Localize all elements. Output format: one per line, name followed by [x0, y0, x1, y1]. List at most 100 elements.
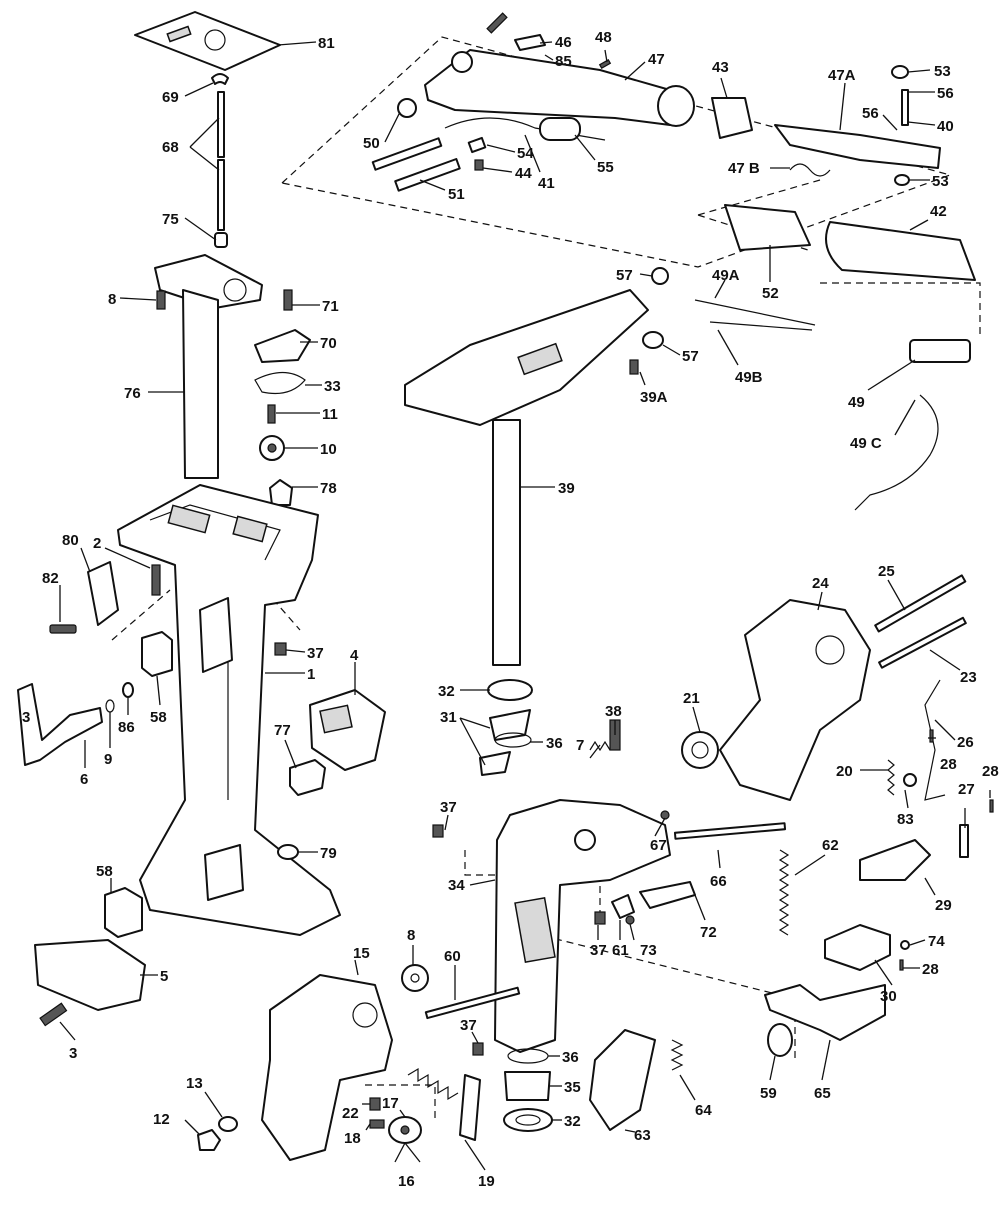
callout-49C: 49 C: [850, 435, 882, 452]
washer-57-top: [651, 267, 669, 285]
callout-37-upper: 37: [307, 645, 324, 662]
callout-86: 86: [118, 719, 135, 736]
callout-35: 35: [564, 1079, 581, 1096]
cam-61: [611, 894, 635, 919]
bushing-46: [514, 34, 546, 51]
callout-72: 72: [700, 924, 717, 941]
washer-13: [218, 1116, 238, 1132]
bolt-2: [151, 564, 161, 596]
callout-39A: 39A: [640, 389, 668, 406]
nut-50: [397, 98, 417, 118]
pin-28-lower: [899, 959, 904, 971]
callout-62: 62: [822, 837, 839, 854]
callout-21: 21: [683, 690, 700, 707]
gear-10: [259, 435, 285, 461]
callout-19: 19: [478, 1173, 495, 1190]
screw-44: [474, 159, 484, 171]
leader-lines: [59, 41, 991, 1171]
callout-47B: 47 B: [728, 160, 760, 177]
throttle-cable-41: [444, 117, 606, 141]
callout-28-lower: 28: [922, 961, 939, 978]
callout-2: 2: [93, 535, 101, 552]
callout-55: 55: [597, 159, 614, 176]
tilt-lever-29: [859, 839, 931, 881]
callout-85: 85: [555, 53, 572, 70]
pad-17: [388, 1116, 422, 1144]
callout-76: 76: [124, 385, 141, 402]
rod-23: [878, 616, 967, 669]
callout-15: 15: [353, 945, 370, 962]
bumper-21: [681, 731, 719, 769]
washer-8-lower: [401, 964, 429, 992]
bushing-31: [479, 709, 531, 776]
callout-54: 54: [517, 145, 534, 162]
callout-78: 78: [320, 480, 337, 497]
callout-52: 52: [762, 285, 779, 302]
callout-12: 12: [153, 1111, 170, 1128]
shaft-51: [371, 137, 461, 192]
screw-37-upper: [274, 642, 287, 656]
rod-26: [924, 679, 946, 801]
throttle-knob-43: [711, 97, 753, 139]
tilt-lock-63: [589, 1029, 656, 1131]
callout-38: 38: [605, 703, 622, 720]
callout-63: 63: [634, 1127, 651, 1144]
callout-36-upper: 36: [546, 735, 563, 752]
callout-16: 16: [398, 1173, 415, 1190]
stop-switch-49: [909, 339, 971, 363]
pad-77: [289, 759, 326, 796]
pin-28-upper: [929, 729, 934, 743]
callout-46: 46: [555, 34, 572, 51]
callout-49B: 49B: [735, 369, 763, 386]
o-ring-9: [105, 699, 115, 713]
link-54: [467, 136, 487, 154]
callout-68: 68: [162, 139, 179, 156]
nut-73: [625, 915, 635, 925]
callout-4: 4: [350, 647, 359, 664]
water-tubes-68: [217, 91, 225, 231]
screw-11: [267, 404, 276, 424]
washer-83: [903, 773, 917, 787]
callout-9: 9: [104, 751, 112, 768]
washer-74: [900, 940, 910, 950]
screw-39A: [629, 359, 639, 375]
callout-75: 75: [162, 211, 179, 228]
exhaust-housing-1: [117, 484, 341, 936]
callout-58-lower: 58: [96, 863, 113, 880]
callout-49: 49: [848, 394, 865, 411]
gear-78: [269, 479, 293, 506]
bolt-46-top: [486, 12, 508, 34]
screw-22: [369, 1097, 381, 1111]
bolt-25: [874, 574, 967, 633]
nut-12: [197, 1129, 221, 1151]
callout-48: 48: [595, 29, 612, 46]
screw-37-lower: [594, 911, 606, 925]
tilt-support-30: [824, 924, 891, 971]
screw-37-bottom: [472, 1042, 484, 1056]
screw-37-mid: [432, 824, 444, 838]
lever-72: [639, 881, 696, 909]
grip-42: [825, 221, 976, 281]
bushing-32-lower: [503, 1108, 553, 1132]
cover-4: [309, 689, 386, 771]
callout-37-lower: 37: [590, 942, 607, 959]
bolt-8-upper: [156, 290, 166, 310]
callout-40: 40: [937, 118, 954, 135]
callout-8-upper: 8: [108, 291, 116, 308]
callout-61: 61: [612, 942, 629, 959]
bushing-59: [767, 1023, 793, 1057]
clamp-bracket-15: [261, 974, 393, 1161]
callout-10: 10: [320, 441, 337, 458]
clamp-5: [34, 939, 146, 1011]
pin-48: [598, 58, 612, 70]
pad-58-upper: [141, 631, 173, 677]
callout-3: 3: [69, 1045, 77, 1062]
callout-65: 65: [814, 1085, 831, 1102]
o-ring-36-lower: [507, 1048, 549, 1064]
callout-20: 20: [836, 763, 853, 780]
shift-lever-6: 3: [17, 683, 103, 766]
screw-71: [283, 289, 293, 311]
callout-8-lower: 8: [407, 927, 415, 944]
callout-42: 42: [930, 203, 947, 220]
